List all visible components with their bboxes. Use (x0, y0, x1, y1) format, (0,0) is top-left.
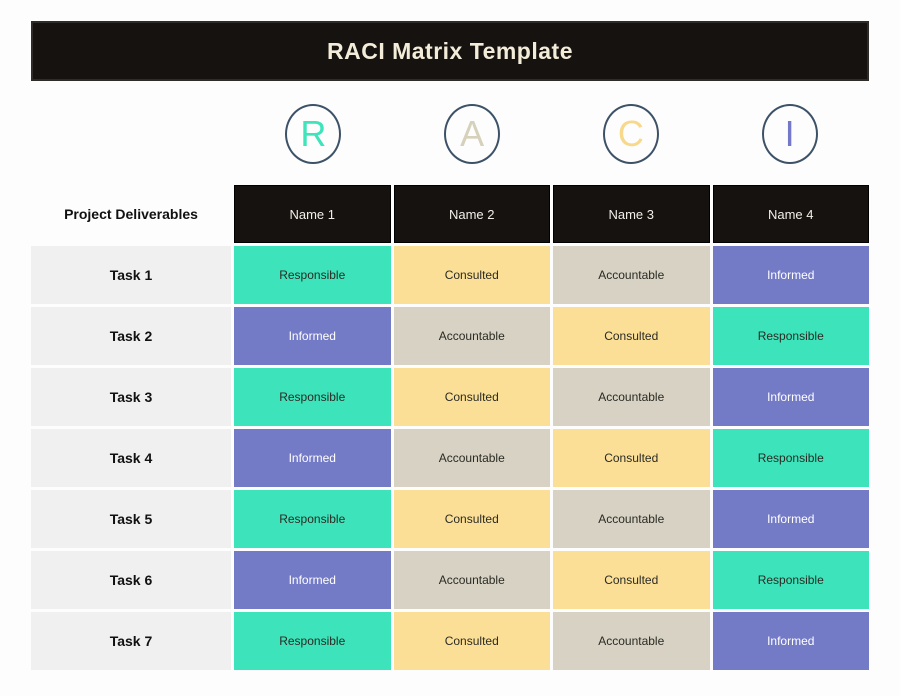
task-label: Task 5 (31, 490, 231, 548)
raci-cell-consulted: Consulted (393, 246, 550, 304)
raci-cell-informed: Informed (234, 307, 391, 365)
column-header-name-2: Name 2 (393, 185, 550, 243)
legend-letter-c: C (617, 113, 644, 154)
raci-cell-responsible: Responsible (234, 490, 391, 548)
raci-cell-accountable: Accountable (553, 246, 710, 304)
raci-cell-responsible: Responsible (712, 551, 869, 609)
raci-cell-informed: Informed (712, 368, 869, 426)
legend-letter-r: R (300, 113, 327, 154)
raci-cell-informed: Informed (712, 612, 869, 670)
legend-circle-c: C (602, 104, 659, 164)
raci-cell-informed: Informed (712, 490, 869, 548)
legend-circle-a: A (444, 104, 501, 164)
legend-circle-r: R (285, 104, 342, 164)
raci-cell-consulted: Consulted (393, 368, 550, 426)
task-label: Task 1 (31, 246, 231, 304)
column-header-name-4: Name 4 (712, 185, 869, 243)
legend-letter-i: I (784, 113, 795, 154)
raci-cell-accountable: Accountable (553, 368, 710, 426)
raci-cell-responsible: Responsible (234, 246, 391, 304)
raci-table: Project Deliverables Name 1 Name 2 Name … (31, 185, 869, 670)
raci-cell-accountable: Accountable (393, 551, 550, 609)
raci-cell-responsible: Responsible (234, 612, 391, 670)
raci-cell-informed: Informed (234, 551, 391, 609)
raci-cell-responsible: Responsible (234, 368, 391, 426)
legend-letter-a: A (460, 113, 485, 154)
raci-cell-consulted: Consulted (553, 551, 710, 609)
legend-cell-responsible: R (234, 104, 393, 166)
legend-cell-consulted: C (552, 104, 711, 166)
raci-cell-accountable: Accountable (553, 490, 710, 548)
task-label: Task 7 (31, 612, 231, 670)
task-label: Task 6 (31, 551, 231, 609)
legend-circle-i: I (761, 104, 818, 164)
raci-cell-consulted: Consulted (393, 612, 550, 670)
raci-cell-consulted: Consulted (553, 429, 710, 487)
raci-cell-consulted: Consulted (553, 307, 710, 365)
raci-cell-accountable: Accountable (553, 612, 710, 670)
raci-cell-accountable: Accountable (393, 429, 550, 487)
raci-cell-responsible: Responsible (712, 429, 869, 487)
raci-legend: R A C I (234, 104, 869, 166)
raci-cell-informed: Informed (234, 429, 391, 487)
column-header-name-1: Name 1 (234, 185, 391, 243)
task-label: Task 4 (31, 429, 231, 487)
title-bar: RACI Matrix Template (31, 21, 869, 81)
raci-cell-responsible: Responsible (712, 307, 869, 365)
column-header-name-3: Name 3 (553, 185, 710, 243)
raci-cell-informed: Informed (712, 246, 869, 304)
raci-cell-consulted: Consulted (393, 490, 550, 548)
task-label: Task 2 (31, 307, 231, 365)
corner-header: Project Deliverables (64, 206, 198, 222)
page-title: RACI Matrix Template (326, 37, 573, 64)
legend-cell-informed: I (710, 104, 869, 166)
legend-cell-accountable: A (393, 104, 552, 166)
raci-cell-accountable: Accountable (393, 307, 550, 365)
task-label: Task 3 (31, 368, 231, 426)
